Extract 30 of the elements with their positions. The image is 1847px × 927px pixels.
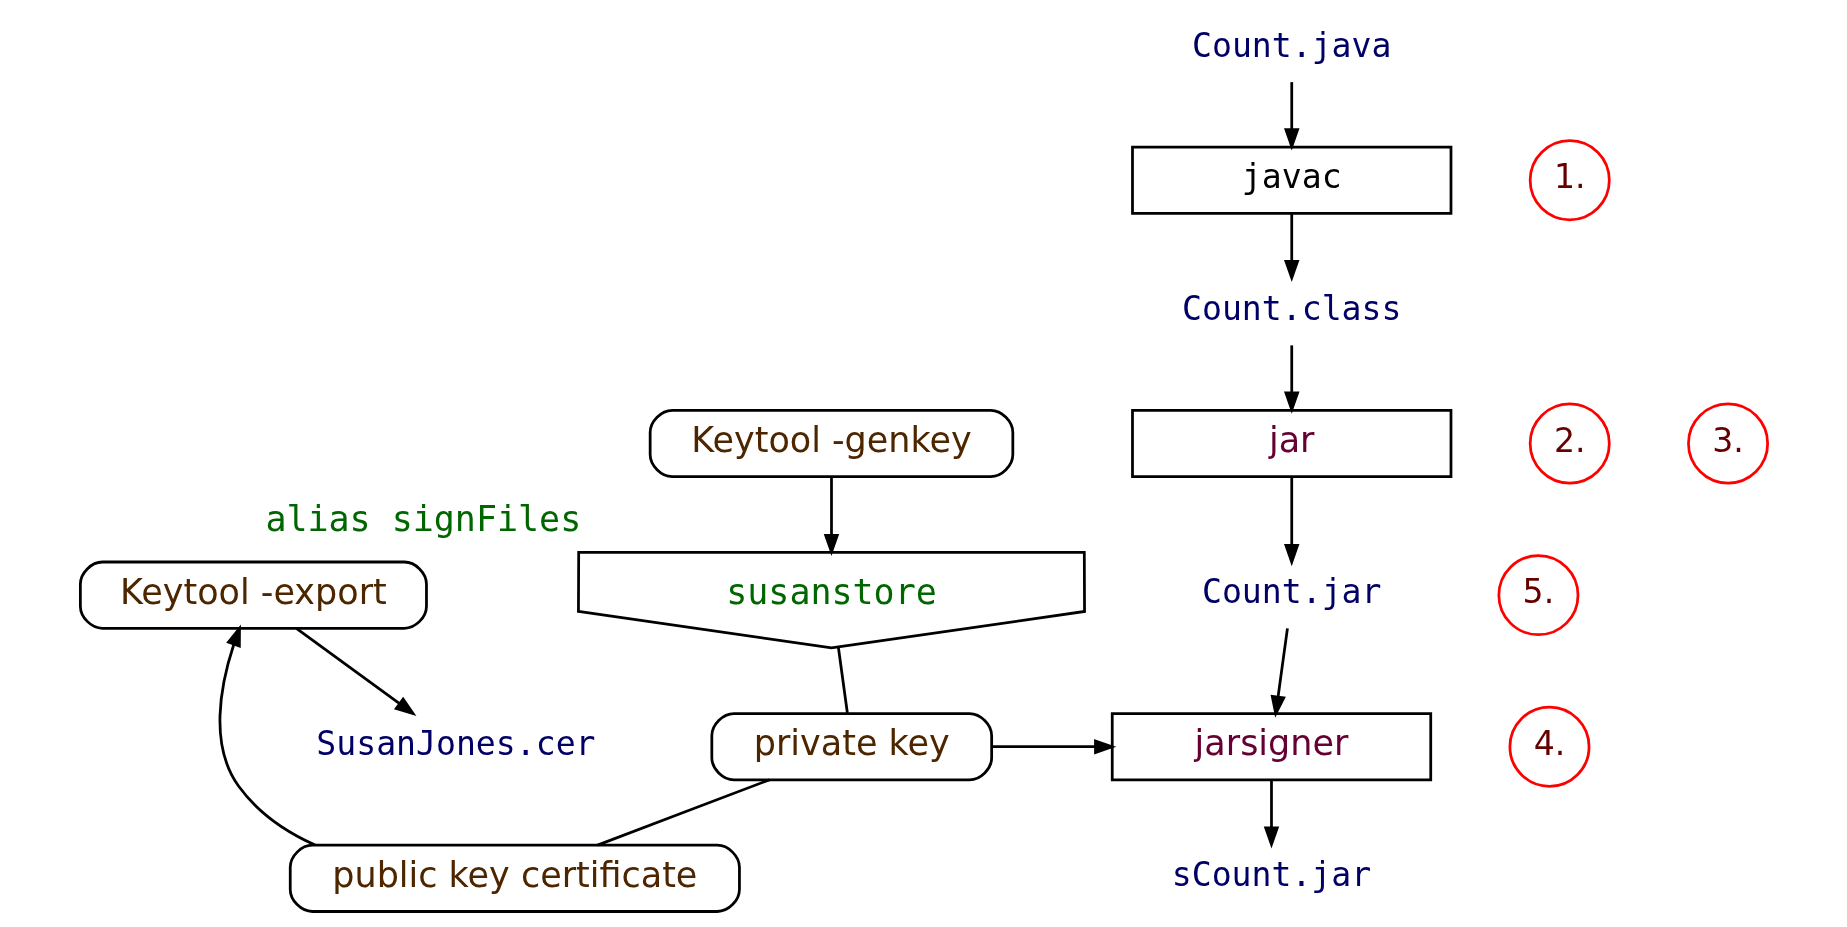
node-text: SusanJones.cer [315, 723, 596, 763]
arrow [1283, 476, 1299, 567]
node-text: Count.jar [1201, 572, 1381, 612]
node-box: Keytool -genkey [648, 409, 1014, 479]
node-text: sCount.jar [1171, 855, 1371, 895]
label: 5. [1522, 572, 1554, 612]
node-box: javac [1130, 145, 1452, 215]
node-box: jar [1130, 409, 1452, 479]
arrow [295, 627, 416, 717]
node-text: Count.java [1191, 25, 1391, 65]
arrow [991, 739, 1116, 755]
arrow [823, 476, 839, 557]
arrow [1283, 345, 1299, 414]
label: 2. [1553, 420, 1586, 460]
arrow [218, 624, 316, 847]
arrow [1263, 780, 1279, 849]
connector [836, 646, 849, 714]
label: 1. [1553, 157, 1586, 197]
connector [596, 778, 770, 847]
label: 3. [1711, 420, 1744, 460]
node-box: private key [709, 712, 993, 782]
node-box: jarsigner [1110, 712, 1432, 782]
node-box: Keytool -export [78, 560, 428, 630]
node-box: public key certificate [288, 843, 741, 913]
node-text: Count.class [1181, 289, 1401, 328]
node-label: alias signFiles [264, 499, 581, 540]
arrow [1283, 82, 1299, 151]
label: 4. [1533, 723, 1565, 763]
arrow [1270, 628, 1289, 718]
arrow [1283, 213, 1299, 283]
